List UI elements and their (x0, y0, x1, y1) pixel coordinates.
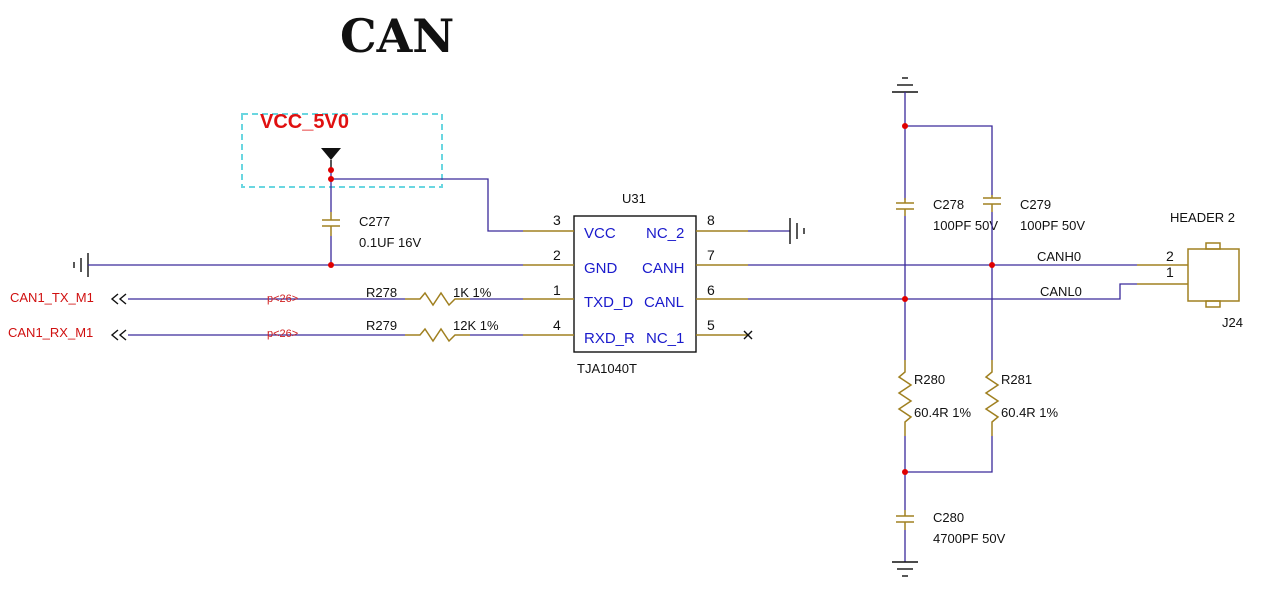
vcc-label: VCC_5V0 (260, 111, 349, 133)
sheet-title: CAN (340, 9, 454, 63)
resistor-r278[interactable]: R278 1K 1% (366, 285, 523, 307)
junction-dots (328, 123, 995, 475)
connector-type: HEADER 2 (1170, 210, 1235, 225)
connector-pin1: 1 (1166, 264, 1174, 280)
c278-ref: C278 (933, 197, 964, 212)
ic-ref: U31 (622, 191, 646, 206)
canl-net-label: CANL0 (1040, 284, 1082, 299)
pin-num-rxd: 4 (553, 317, 561, 333)
ground-left-icon (73, 253, 89, 277)
r280-value: 60.4R 1% (914, 405, 972, 420)
r279-ref: R279 (366, 318, 397, 333)
ground-top-icon (892, 77, 918, 93)
connector-j24[interactable]: HEADER 2 2 1 J24 (1137, 210, 1243, 330)
pin-name-vcc: VCC (584, 225, 616, 242)
connector-pin2: 2 (1166, 248, 1174, 264)
pin-name-canh: CANH (642, 260, 685, 277)
connector-ref: J24 (1222, 315, 1243, 330)
canl-net (748, 283, 1137, 300)
power-selection-box (241, 113, 443, 188)
r278-ref: R278 (366, 285, 397, 300)
capacitor-c278[interactable]: C278 100PF 50V (896, 197, 998, 233)
c280-value: 4700PF 50V (933, 531, 1006, 546)
ic-u31[interactable]: U31 TJA1040T 3 VCC 2 GND 1 TXD_D 4 RXD_R… (523, 191, 748, 376)
canh-net-label: CANH0 (1037, 249, 1081, 264)
ic-part: TJA1040T (577, 361, 637, 376)
r281-ref: R281 (1001, 372, 1032, 387)
can1-tx-port[interactable]: CAN1_TX_M1 p<26> (10, 290, 405, 305)
resistor-r279[interactable]: R279 12K 1% (366, 318, 523, 343)
pin-name-txd: TXD_D (584, 294, 633, 311)
can1-rx-port[interactable]: CAN1_RX_M1 p<26> (8, 325, 405, 341)
r279-value: 12K 1% (453, 318, 499, 333)
pin-num-txd: 1 (553, 282, 561, 298)
pin-num-canh: 7 (707, 247, 715, 263)
c278-value: 100PF 50V (933, 218, 998, 233)
pin-name-nc1: NC_1 (646, 330, 684, 347)
c279-value: 100PF 50V (1020, 218, 1085, 233)
connector-bottom-tab (1205, 300, 1221, 308)
tx-port-ref: p<26> (267, 293, 298, 305)
pin-num-nc2: 8 (707, 212, 715, 228)
ground-nc2-icon (789, 218, 805, 244)
capacitor-c277[interactable]: C277 0.1UF 16V (322, 212, 421, 265)
r280-ref: R280 (914, 372, 945, 387)
r281-value: 60.4R 1% (1001, 405, 1059, 420)
c280-ref: C280 (933, 510, 964, 525)
pin-num-nc1: 5 (707, 317, 715, 333)
no-connect-icon (743, 330, 753, 340)
resistor-r281[interactable]: R281 60.4R 1% (984, 360, 1059, 436)
c277-value: 0.1UF 16V (359, 235, 421, 250)
vcc-power-symbol[interactable]: VCC_5V0 (241, 111, 443, 188)
pin-num-vcc: 3 (553, 212, 561, 228)
pin-name-rxd: RXD_R (584, 330, 635, 347)
pin-name-gnd: GND (584, 260, 618, 277)
capacitor-c280[interactable]: C280 4700PF 50V (896, 510, 1006, 562)
rx-port-ref: p<26> (267, 328, 298, 340)
pin-name-canl: CANL (644, 294, 684, 311)
connector-body (1187, 248, 1240, 302)
ground-bottom-icon (892, 561, 918, 577)
tx-port-name: CAN1_TX_M1 (10, 290, 94, 305)
pin-num-gnd: 2 (553, 247, 561, 263)
resistor-r280[interactable]: R280 60.4R 1% (897, 360, 972, 436)
c277-ref: C277 (359, 214, 390, 229)
pin-name-nc2: NC_2 (646, 225, 684, 242)
ic-body (573, 215, 697, 353)
r278-value: 1K 1% (453, 285, 492, 300)
power-arrow-icon (321, 148, 341, 160)
rx-port-name: CAN1_RX_M1 (8, 325, 93, 340)
connector-top-tab (1205, 242, 1221, 250)
c279-ref: C279 (1020, 197, 1051, 212)
capacitor-c279[interactable]: C279 100PF 50V (983, 195, 1085, 233)
pin-num-canl: 6 (707, 282, 715, 298)
